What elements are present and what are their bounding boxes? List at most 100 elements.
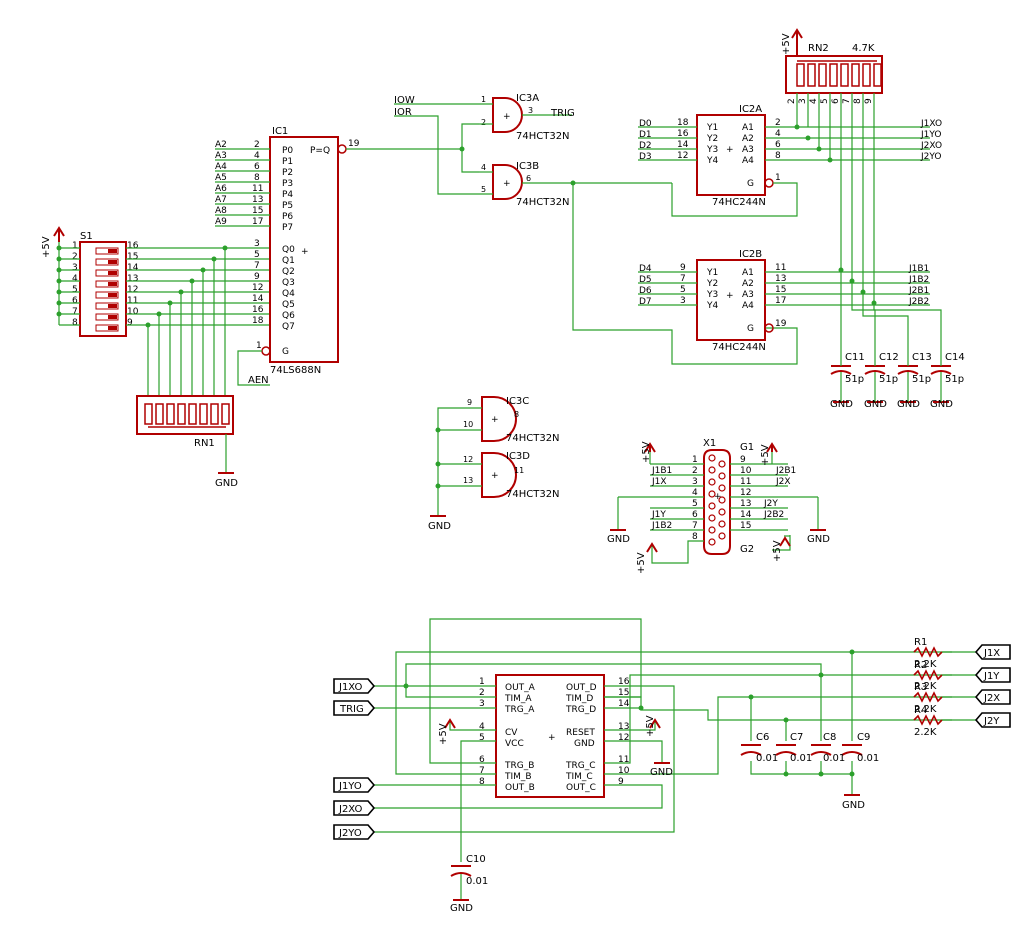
svg-text:A3: A3 [742, 290, 754, 300]
port-j2xo: J2XO [333, 800, 376, 816]
svg-text:4: 4 [479, 722, 485, 732]
svg-text:10: 10 [127, 307, 139, 317]
svg-text:14: 14 [677, 140, 689, 150]
ic1-value: 74LS688N [270, 365, 321, 376]
x1-wires [617, 452, 819, 564]
resistor-network-rn1: RN1 [136, 395, 234, 449]
svg-text:GND: GND [574, 739, 595, 749]
svg-text:IC3C: IC3C [506, 396, 529, 407]
iow-ior-wires [394, 103, 798, 365]
svg-text:Q3: Q3 [282, 278, 295, 288]
svg-text:D1: D1 [639, 130, 652, 140]
svg-text:A2: A2 [742, 279, 754, 289]
svg-text:TRIG: TRIG [339, 704, 364, 715]
svg-text:17: 17 [252, 217, 263, 227]
svg-text:19: 19 [775, 319, 787, 329]
svg-text:74HCT32N: 74HCT32N [506, 489, 560, 500]
svg-text:+5V: +5V [636, 552, 647, 574]
svg-text:74HC244N: 74HC244N [712, 342, 766, 353]
vcc-symbols-timer: +5V +5V [438, 715, 661, 745]
resistors-r1-r4: R1 2.2K R2 2.2K R3 2.2K R4 2.2K [913, 637, 943, 738]
svg-text:A2: A2 [742, 134, 754, 144]
quad-timer-ic: + OUT_A TIM_A TRG_A CV VCC TRG_B TIM_B O… [479, 674, 630, 798]
svg-text:P1: P1 [282, 157, 293, 167]
svg-text:Y1: Y1 [706, 123, 718, 133]
svg-text:2: 2 [775, 118, 781, 128]
svg-text:1: 1 [256, 341, 262, 351]
svg-text:G2: G2 [740, 544, 754, 555]
svg-text:2.2K: 2.2K [914, 681, 937, 692]
svg-text:J2B1: J2B1 [775, 466, 796, 476]
svg-text:OUT_A: OUT_A [505, 683, 536, 693]
svg-text:11: 11 [775, 263, 786, 273]
vcc-symbol-rn2: +5V [781, 28, 803, 56]
ic2a-wires [638, 93, 942, 362]
gnd-symbol-ic3: GND [428, 515, 451, 532]
port-j2x: J2X [974, 689, 1011, 705]
svg-text:Y2: Y2 [706, 134, 718, 144]
svg-text:R2: R2 [914, 660, 927, 671]
svg-text:+: + [491, 415, 499, 425]
aen-label: AEN [248, 375, 269, 386]
svg-text:+: + [491, 471, 499, 481]
svg-text:10: 10 [618, 766, 630, 776]
svg-text:A1: A1 [742, 268, 754, 278]
svg-text:4: 4 [692, 488, 698, 498]
svg-text:GND: GND [428, 521, 451, 532]
svg-text:D2: D2 [639, 141, 652, 151]
svg-text:6: 6 [72, 296, 78, 306]
svg-text:A5: A5 [215, 173, 227, 183]
svg-text:16: 16 [618, 677, 630, 687]
svg-text:Y3: Y3 [706, 290, 718, 300]
svg-text:0.01: 0.01 [823, 753, 845, 764]
svg-text:3: 3 [528, 106, 533, 115]
svg-text:15: 15 [740, 521, 751, 531]
svg-text:G: G [747, 324, 754, 334]
svg-text:GND: GND [215, 478, 238, 489]
svg-text:18: 18 [677, 118, 689, 128]
svg-text:9: 9 [467, 398, 472, 407]
vcc-symbol-s1: +5V [41, 226, 65, 258]
svg-text:Q7: Q7 [282, 322, 295, 332]
svg-text:Y1: Y1 [706, 268, 718, 278]
svg-text:7: 7 [692, 521, 698, 531]
svg-text:TRG_B: TRG_B [504, 761, 534, 771]
ic1-comparator: IC1 74LS688N P0 P1 P2 P3 P4 P5 P6 P7 Q0 … [252, 126, 360, 376]
svg-text:+: + [503, 179, 511, 189]
s1-wires [58, 242, 270, 396]
svg-text:D4: D4 [639, 264, 652, 274]
svg-text:8: 8 [853, 98, 863, 104]
svg-text:GND: GND [864, 399, 887, 410]
port-j1xo-in: J1XO [333, 678, 376, 694]
rn2-value: 4.7K [852, 43, 875, 54]
svg-text:P4: P4 [282, 190, 293, 200]
svg-text:+5V: +5V [760, 444, 771, 466]
svg-text:13: 13 [618, 722, 629, 732]
svg-text:74HCT32N: 74HCT32N [506, 433, 560, 444]
svg-text:12: 12 [463, 455, 473, 464]
svg-text:Q1: Q1 [282, 256, 295, 266]
svg-text:J1B2: J1B2 [651, 521, 672, 531]
svg-text:5: 5 [820, 98, 830, 104]
svg-text:2: 2 [72, 252, 78, 262]
svg-text:G: G [747, 179, 754, 189]
svg-text:2.2K: 2.2K [914, 659, 937, 670]
svg-text:13: 13 [740, 499, 751, 509]
svg-text:5: 5 [479, 733, 485, 743]
svg-text:13: 13 [463, 476, 473, 485]
svg-text:1: 1 [72, 241, 78, 251]
svg-text:VCC: VCC [505, 739, 524, 749]
svg-text:IC2B: IC2B [739, 249, 762, 260]
svg-text:9: 9 [254, 272, 260, 282]
x1-left-labels: J1B1 J1X J1Y J1B2 [651, 466, 672, 531]
joy-out-b-labels: J1B1 J1B2 J2B1 J2B2 [908, 264, 929, 307]
svg-text:4: 4 [72, 274, 78, 284]
svg-text:11: 11 [127, 296, 138, 306]
svg-text:Q2: Q2 [282, 267, 295, 277]
svg-text:7: 7 [72, 307, 78, 317]
gnd-symbols-x1: GND GND [607, 529, 830, 545]
